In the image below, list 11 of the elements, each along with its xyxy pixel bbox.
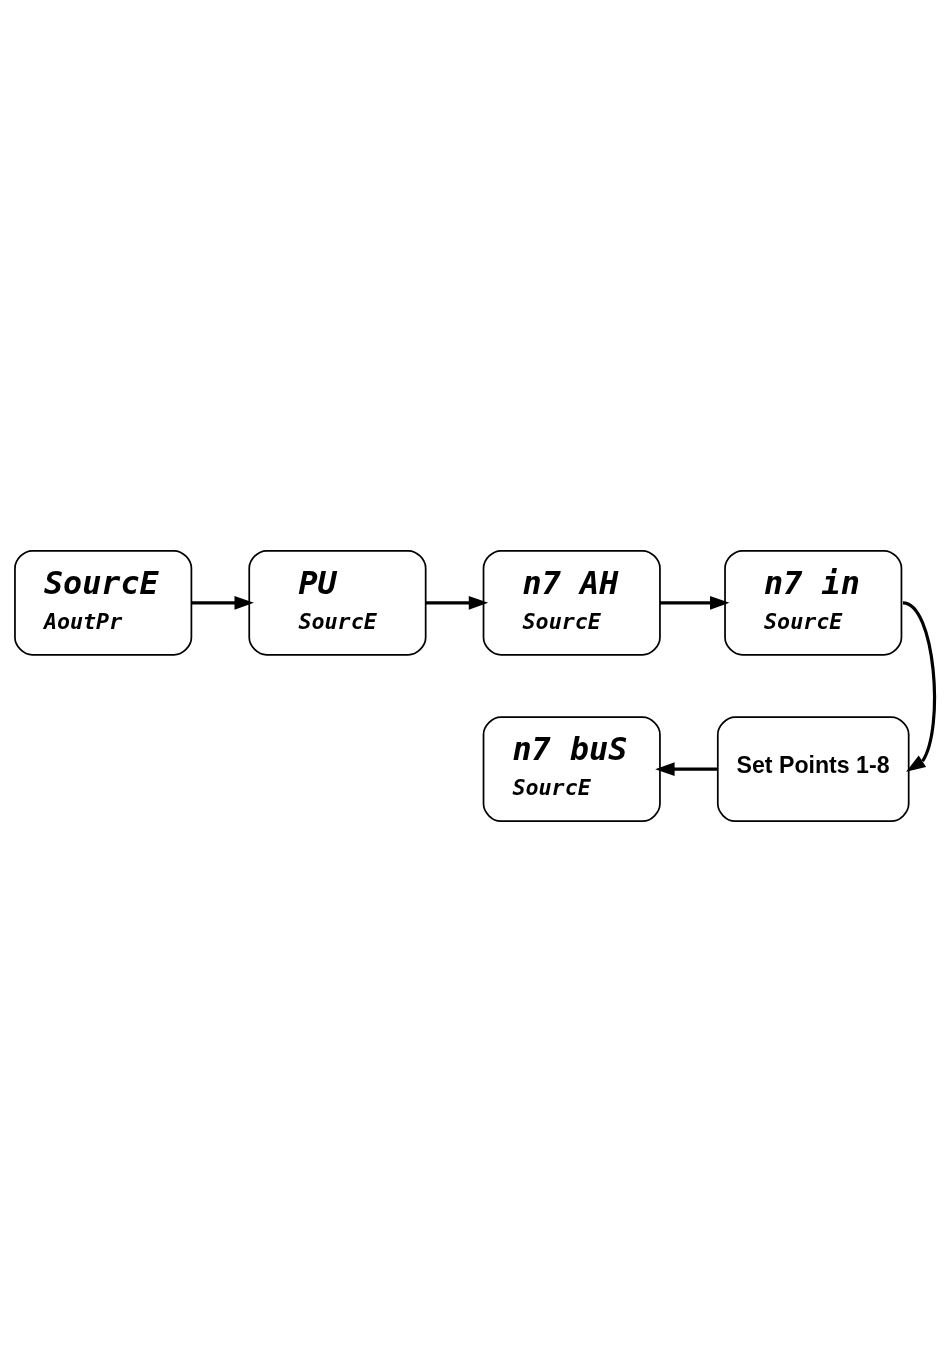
arrow: [425, 596, 489, 610]
arrow: [902, 601, 936, 772]
node-box: PU SourcE: [248, 549, 427, 656]
node-box: n7 buS SourcE: [482, 716, 661, 823]
node-box: n7 in SourcE: [724, 549, 903, 656]
arrow: [660, 596, 730, 610]
node-box: SourcE AoutPr: [14, 549, 193, 656]
node-box: n7 AH SourcE: [482, 549, 661, 656]
arrow: [191, 596, 254, 610]
arrow: [655, 762, 718, 776]
node-box: Set Points 1-8: [716, 716, 910, 823]
